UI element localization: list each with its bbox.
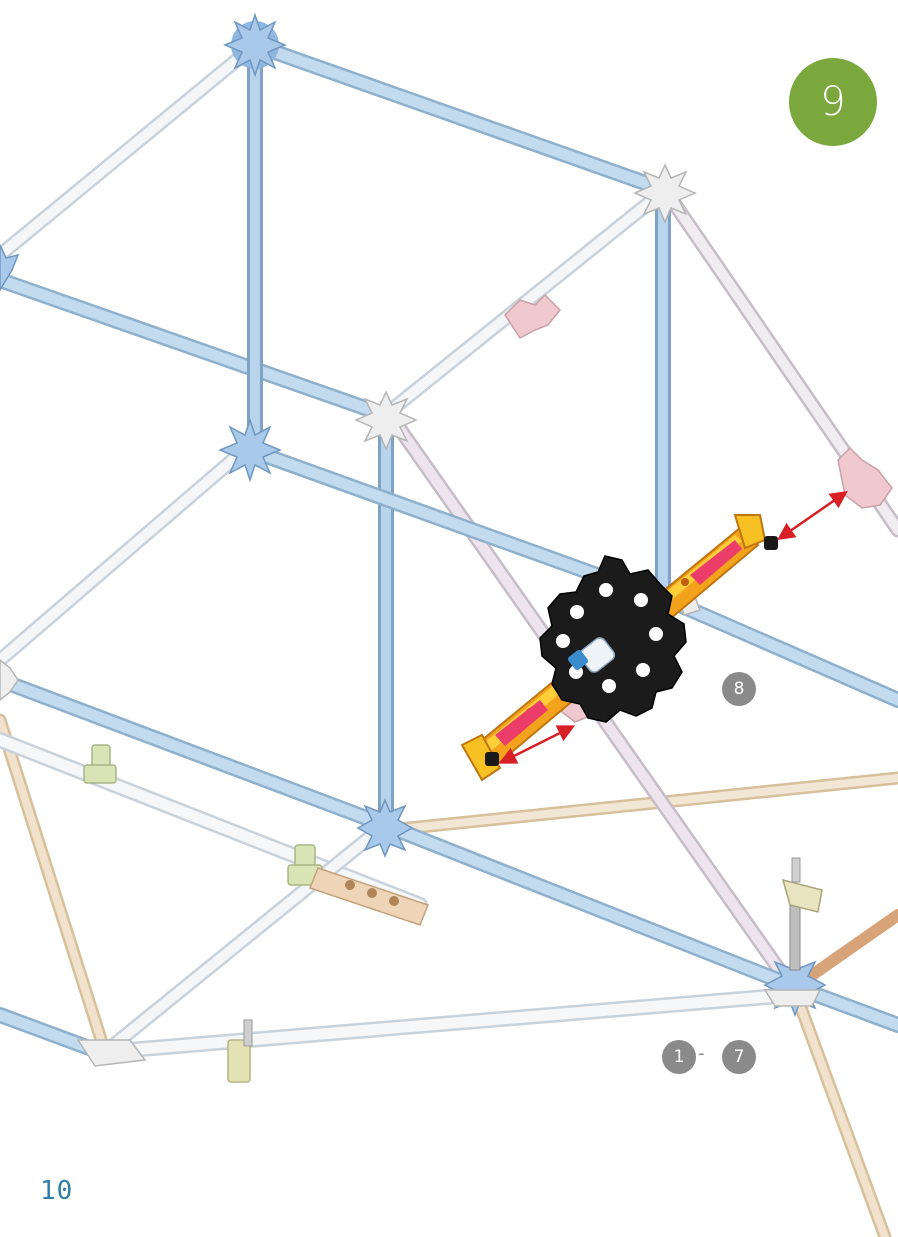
blue-connector bbox=[218, 417, 282, 483]
blue-connector bbox=[356, 798, 414, 858]
part-callout-badge: 8 bbox=[722, 672, 756, 706]
blue-connector bbox=[223, 12, 287, 78]
white-connector bbox=[354, 390, 418, 451]
axle-hub bbox=[567, 637, 616, 673]
white-connector bbox=[633, 163, 697, 224]
blue-rods bbox=[0, 37, 898, 1060]
blue-connector bbox=[0, 244, 20, 292]
vertical-post bbox=[781, 857, 823, 971]
page-number: 10 bbox=[40, 1176, 74, 1206]
step-number-badge: 9 bbox=[789, 58, 877, 146]
gear-icon bbox=[539, 555, 687, 723]
tan-bracket bbox=[309, 867, 429, 926]
red-arrow-icon bbox=[498, 725, 576, 764]
range-end-badge: 7 bbox=[722, 1040, 756, 1074]
tan-rods bbox=[0, 713, 898, 1237]
red-arrow-icon bbox=[777, 491, 848, 540]
range-separator: - bbox=[698, 1043, 705, 1064]
range-start-badge: 1 bbox=[662, 1040, 696, 1074]
